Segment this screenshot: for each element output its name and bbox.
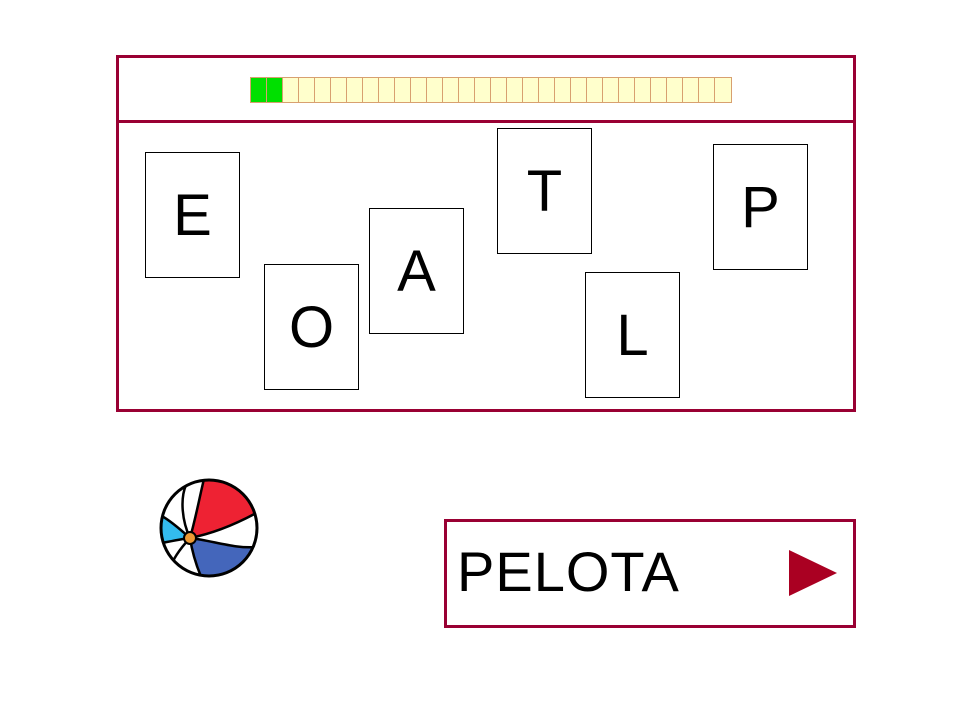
progress-cell-empty [603, 78, 619, 102]
progress-cell-filled [267, 78, 283, 102]
letter-board [116, 55, 856, 412]
progress-cell-empty [395, 78, 411, 102]
progress-cell-empty [651, 78, 667, 102]
progress-cell-filled [251, 78, 267, 102]
progress-cell-empty [299, 78, 315, 102]
progress-cell-empty [571, 78, 587, 102]
progress-cell-empty [635, 78, 651, 102]
progress-cell-empty [315, 78, 331, 102]
progress-cell-empty [555, 78, 571, 102]
progress-cell-empty [523, 78, 539, 102]
progress-cell-empty [411, 78, 427, 102]
progress-cell-empty [427, 78, 443, 102]
letter-tile-o[interactable]: O [264, 264, 359, 390]
progress-cell-empty [331, 78, 347, 102]
progress-cell-empty [459, 78, 475, 102]
answer-word: PELOTA [457, 540, 680, 603]
progress-cell-empty [347, 78, 363, 102]
letter-tile-l[interactable]: L [585, 272, 680, 398]
progress-cell-empty [379, 78, 395, 102]
progress-header [119, 58, 853, 123]
letter-tile-p[interactable]: P [713, 144, 808, 270]
progress-cell-empty [587, 78, 603, 102]
letter-tile-e[interactable]: E [145, 152, 240, 278]
progress-cell-empty [443, 78, 459, 102]
play-arrow-icon[interactable] [787, 548, 839, 598]
progress-cell-empty [507, 78, 523, 102]
letter-tile-a[interactable]: A [369, 208, 464, 334]
answer-box: PELOTA [444, 519, 856, 628]
progress-cell-empty [363, 78, 379, 102]
progress-cell-empty [667, 78, 683, 102]
progress-bar [250, 77, 732, 103]
progress-cell-empty [715, 78, 731, 102]
progress-cell-empty [619, 78, 635, 102]
progress-cell-empty [475, 78, 491, 102]
progress-cell-empty [699, 78, 715, 102]
beach-ball-icon [159, 478, 259, 578]
progress-cell-empty [539, 78, 555, 102]
progress-cell-empty [491, 78, 507, 102]
progress-cell-empty [683, 78, 699, 102]
letter-tile-t[interactable]: T [497, 128, 592, 254]
progress-cell-empty [283, 78, 299, 102]
